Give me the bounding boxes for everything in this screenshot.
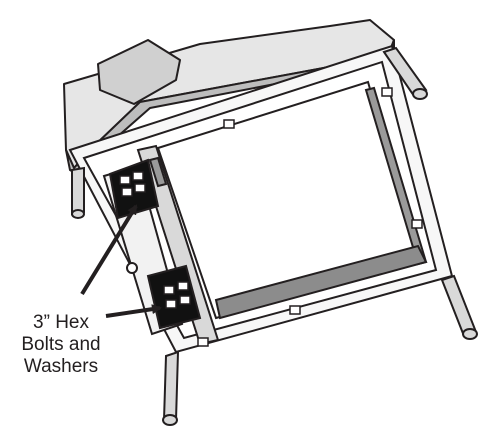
- frame-clips: [197, 87, 423, 347]
- callout-arrows: [80, 204, 162, 318]
- leg-front-right: [440, 274, 478, 338]
- callout-label: 3” Hex Bolts and Washers: [2, 312, 120, 378]
- callout-line-1: 3” Hex: [33, 312, 89, 333]
- lower-bolt-group: [163, 281, 191, 309]
- upper-mount-plate: [108, 158, 160, 220]
- callout-arrow-upper: [80, 204, 138, 296]
- callout-line-2: Bolts and: [21, 334, 101, 355]
- callout-arrow-lower: [105, 304, 162, 318]
- center-panel: [156, 80, 428, 320]
- leg-back-right: [382, 46, 428, 98]
- upper-bolt-group: [119, 171, 146, 197]
- legs: [71, 46, 478, 426]
- callout-line-3: Washers: [23, 356, 99, 377]
- leg-front-left: [71, 166, 85, 216]
- leg-back-left: [162, 350, 180, 421]
- backrest-block: [97, 39, 181, 105]
